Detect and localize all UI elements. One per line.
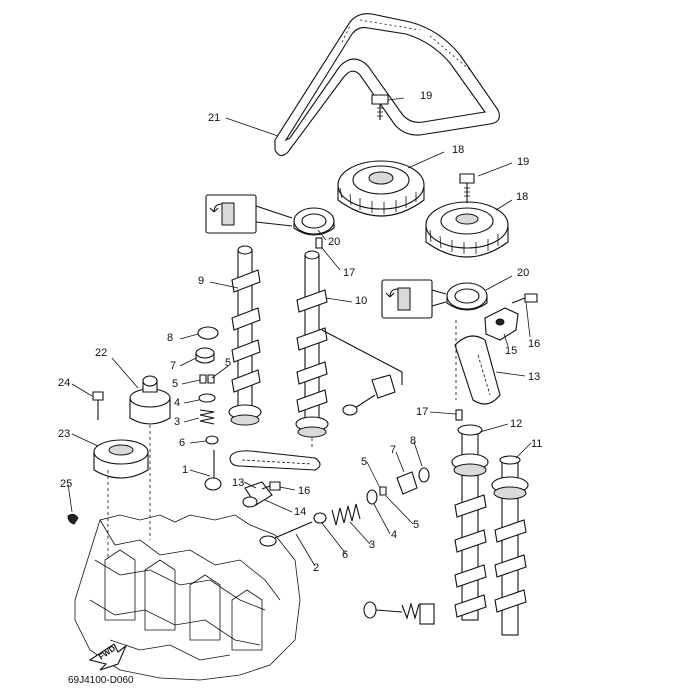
woodruff-key — [67, 513, 79, 525]
oil-seal-left — [293, 207, 335, 236]
callout-25: 25 — [60, 478, 72, 490]
seal-6a — [205, 435, 219, 445]
callout-5: 5 — [172, 378, 178, 390]
callout-8: 8 — [410, 435, 416, 447]
tensioner-bolt-lower — [261, 481, 281, 491]
callout-13: 13 — [232, 477, 244, 489]
keepers-5a — [199, 374, 215, 384]
forward-arrow-icon: FWD — [88, 643, 128, 671]
tensioner-bolt — [511, 293, 538, 304]
oil-seal-right — [446, 282, 488, 311]
callout-5: 5 — [225, 357, 231, 369]
assembly-guide-lines — [107, 320, 457, 560]
camshaft-exhaust-right — [491, 455, 529, 636]
diagram-code: 69J4100-D060 — [68, 675, 134, 686]
callout-leaders — [67, 97, 532, 567]
seal-detail-box-left — [205, 194, 293, 234]
callout-11: 11 — [531, 438, 542, 450]
valve-assembly-upper — [321, 329, 403, 416]
chain-tensioner — [242, 481, 273, 508]
valve-lifter-8b — [418, 467, 430, 483]
valve-lifter-8a — [197, 326, 219, 340]
callout-9: 9 — [198, 275, 204, 287]
callout-17: 17 — [343, 267, 355, 279]
callout-19: 19 — [420, 90, 432, 102]
callout-24: 24 — [58, 377, 70, 389]
seal-6b — [313, 512, 327, 524]
callout-2: 2 — [313, 562, 319, 574]
callout-4: 4 — [174, 397, 180, 409]
callout-23: 23 — [58, 428, 70, 440]
dowel-pin-upper — [315, 237, 323, 249]
callout-18: 18 — [516, 191, 528, 203]
drive-sprocket — [93, 439, 149, 479]
callout-22: 22 — [95, 347, 107, 359]
retainer-4a — [198, 393, 216, 403]
cam-pulley-upper — [337, 160, 425, 217]
callout-20: 20 — [517, 267, 529, 279]
callout-3: 3 — [174, 416, 180, 428]
pulley-bolt-right — [459, 173, 475, 203]
camshaft-intake-right — [451, 424, 489, 621]
tensioner-pulley — [129, 375, 171, 425]
callout-5: 5 — [361, 456, 367, 468]
keepers-5d — [379, 486, 387, 496]
spring-3b — [331, 503, 361, 526]
callout-7: 7 — [390, 444, 396, 456]
callout-1: 1 — [182, 464, 188, 476]
shim-7b — [396, 471, 418, 495]
callout-labels: 21 19 18 19 18 20 17 9 10 20 16 15 13 8 … — [58, 90, 542, 574]
callout-4: 4 — [391, 529, 397, 541]
callout-19: 19 — [517, 156, 529, 168]
dowel-pin-right — [455, 409, 463, 421]
cam-pulley-right — [425, 201, 509, 258]
tensioner-bracket — [484, 307, 519, 341]
callout-21: 21 — [208, 112, 220, 124]
callout-16: 16 — [298, 485, 310, 497]
shim-7a — [195, 347, 215, 364]
callout-8: 8 — [167, 332, 173, 344]
callout-7: 7 — [170, 360, 176, 372]
callout-18: 18 — [452, 144, 464, 156]
valve-assembly-lower — [363, 601, 435, 625]
valve-2 — [259, 521, 313, 547]
timing-belt — [274, 13, 500, 157]
chain-guide-right — [454, 335, 501, 405]
callout-14: 14 — [294, 506, 306, 518]
callout-16: 16 — [528, 338, 540, 350]
callout-10: 10 — [355, 295, 367, 307]
spring-3a — [199, 409, 215, 425]
retainer-4b — [366, 489, 378, 505]
camshaft-intake-left — [228, 245, 262, 426]
camshaft-exhaust-left — [295, 250, 329, 438]
sprocket-bolt — [92, 391, 104, 420]
callout-5: 5 — [413, 519, 419, 531]
chain-guide-middle — [229, 450, 321, 471]
callout-12: 12 — [510, 418, 522, 430]
callout-3: 3 — [369, 539, 375, 551]
seal-detail-box-right — [381, 279, 447, 319]
callout-13: 13 — [528, 371, 540, 383]
callout-20: 20 — [328, 236, 340, 248]
callout-15: 15 — [505, 345, 517, 357]
callout-6: 6 — [342, 549, 348, 561]
pulley-bolt-upper — [371, 94, 389, 120]
callout-17: 17 — [416, 406, 428, 418]
valve-1 — [204, 450, 222, 491]
callout-6: 6 — [179, 437, 185, 449]
